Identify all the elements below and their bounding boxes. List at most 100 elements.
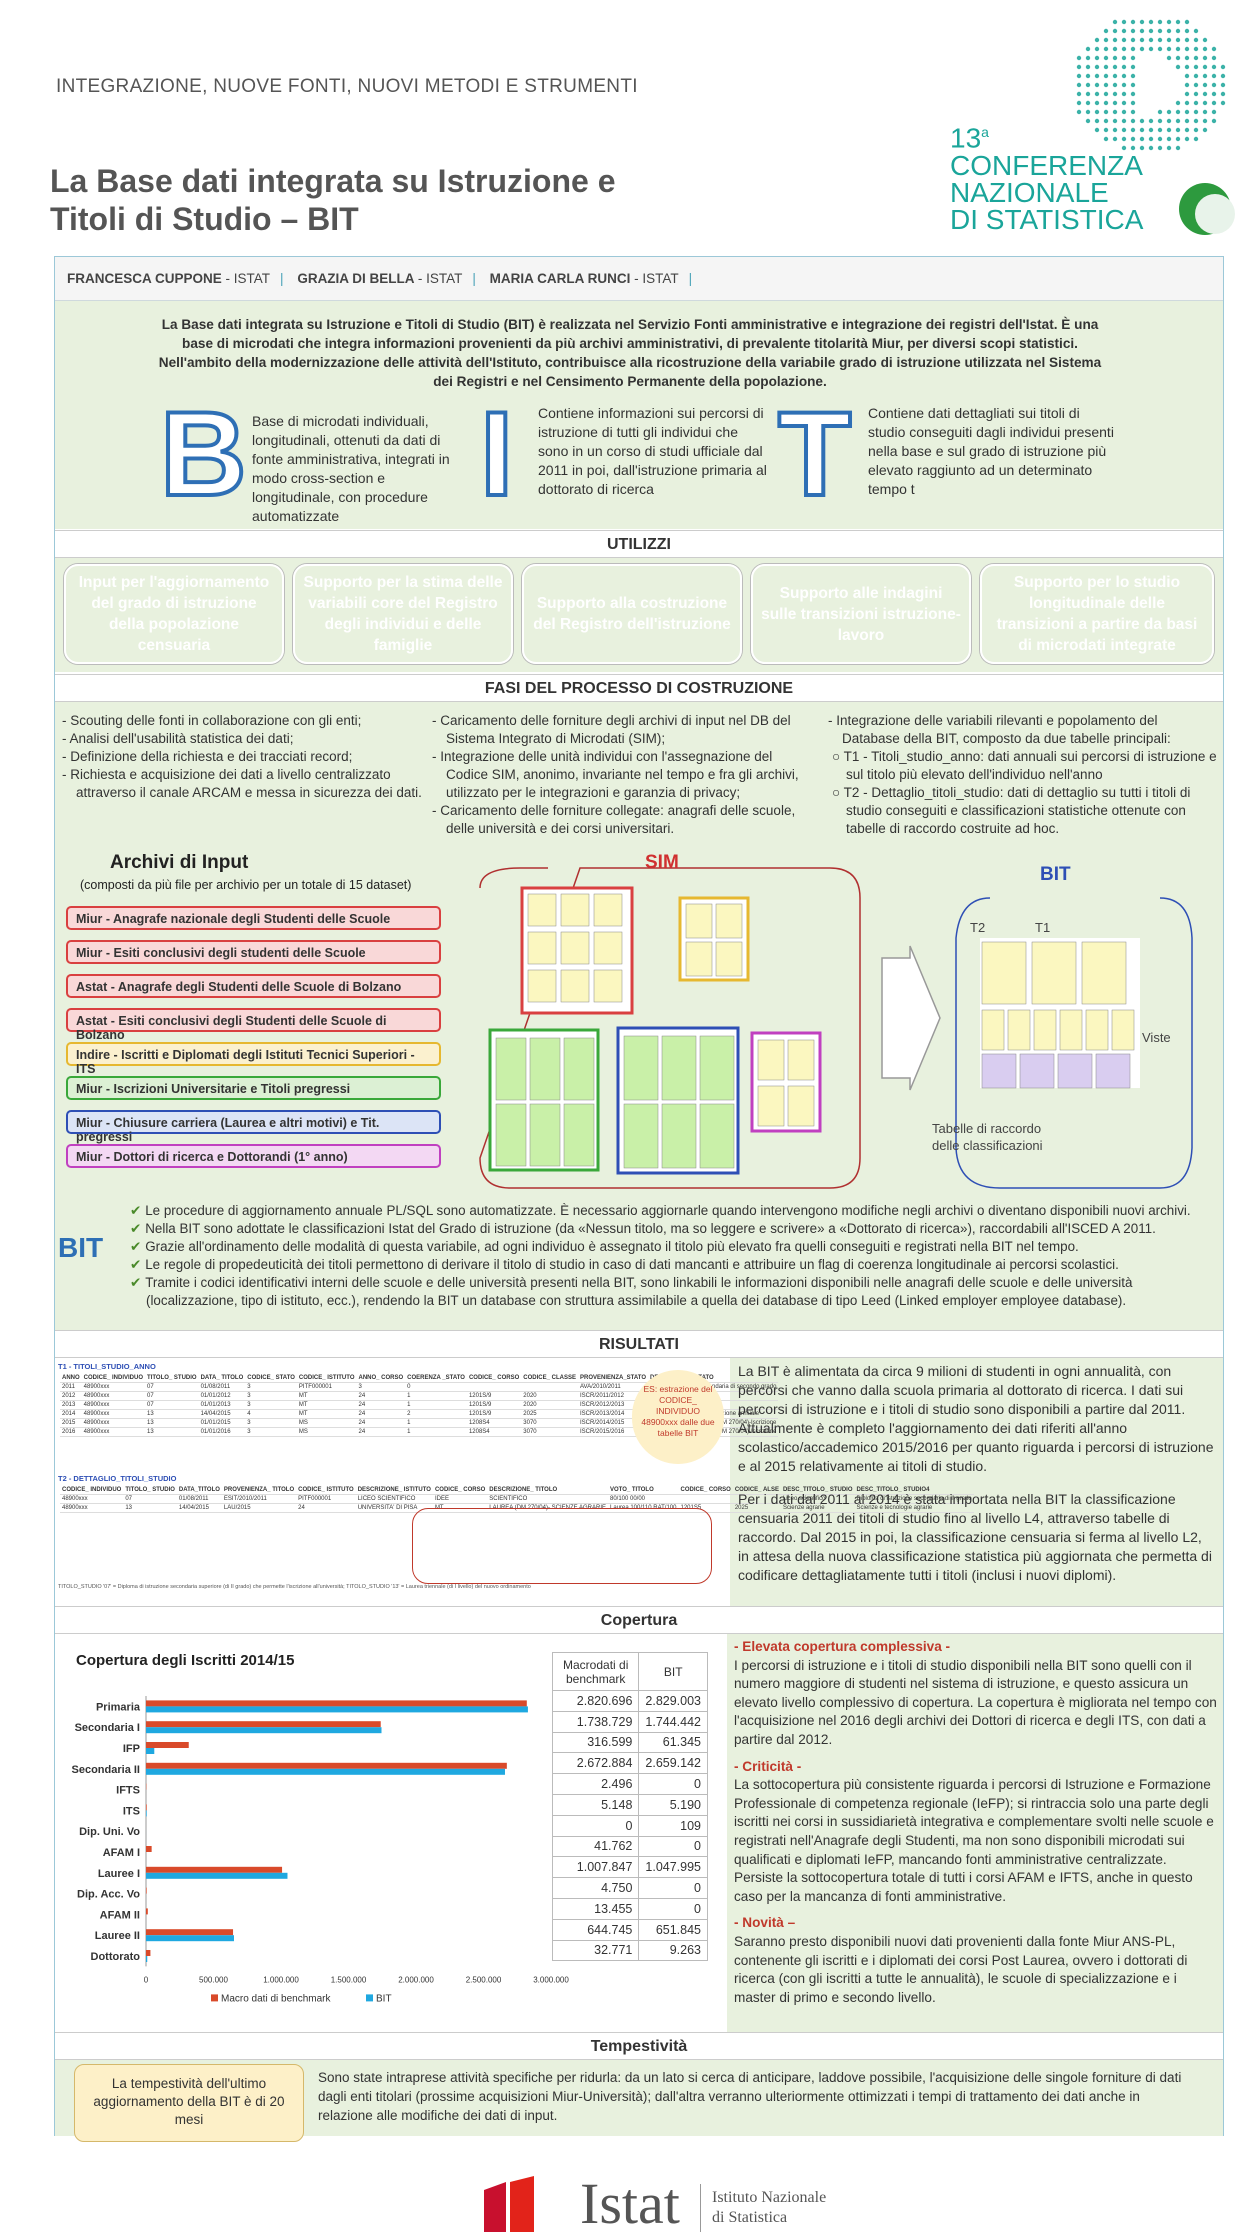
legend-swatch xyxy=(366,1994,373,2002)
logo-dot xyxy=(1202,73,1208,79)
logo-dot xyxy=(1103,127,1109,133)
copertura-body: Saranno presto disponibili nuovi dati pr… xyxy=(734,1933,1188,2005)
schema-table-thumb xyxy=(527,969,557,1003)
table-header-cell: CODICE_ ISTITUTO xyxy=(296,1374,357,1383)
schema-table-thumb xyxy=(529,1037,561,1101)
table-cell: 13 xyxy=(145,1418,199,1428)
logo-dot xyxy=(1130,19,1136,25)
table-cell: 07 xyxy=(123,1494,177,1504)
schema-table-thumb xyxy=(1085,1009,1109,1051)
t-description: Contiene dati dettagliati sui titoli di … xyxy=(868,405,1114,497)
logo-dot xyxy=(1112,91,1118,97)
check-icon: ✔ xyxy=(130,1275,142,1290)
conference-number: 13 xyxy=(950,122,982,154)
logo-dot xyxy=(1112,109,1118,115)
conference-line2: NAZIONALE xyxy=(950,177,1109,209)
risultati-text-panel xyxy=(730,1358,1223,1606)
logo-dot xyxy=(1175,19,1181,25)
logo-dot xyxy=(1130,37,1136,43)
category-label: ITS xyxy=(123,1805,140,1817)
table-cell: Liceo scientifico xyxy=(780,1494,855,1504)
table-header-cell: CODICE_ ALSE xyxy=(732,1486,781,1495)
logo-dot xyxy=(1193,55,1199,61)
logo-dot xyxy=(1157,19,1163,25)
logo-dot xyxy=(1148,145,1154,151)
table-cell: 2025 xyxy=(732,1503,781,1513)
category-label: Dip. Uni. Vo xyxy=(79,1826,140,1838)
example-bubble: ES: estrazione del CODICE_ INDIVIDUO 489… xyxy=(632,1370,724,1464)
schema-table-thumb xyxy=(699,1035,735,1101)
logo-dot xyxy=(1139,19,1145,25)
logo-dot xyxy=(1121,91,1127,97)
logo-dot xyxy=(1184,127,1190,133)
footer-divider xyxy=(700,2184,701,2232)
logo-dot xyxy=(1085,118,1091,124)
table-cell: 13 xyxy=(145,1409,199,1419)
istat-brand: Istat xyxy=(580,2171,680,2236)
logo-dot xyxy=(1112,37,1118,43)
archivi-title: Archivi di Input xyxy=(110,852,249,873)
logo-dot xyxy=(1130,82,1136,88)
logo-dot xyxy=(1175,46,1181,52)
table-cell: 0 xyxy=(638,1835,708,1858)
logo-dot xyxy=(1175,127,1181,133)
logo-dot xyxy=(1175,109,1181,115)
table-cell: 2.829.003 xyxy=(638,1690,708,1712)
logo-dot xyxy=(1166,136,1172,142)
table-header-cell: DATA_TITOLO xyxy=(176,1486,222,1495)
note-item: ✔Le procedure di aggiornamento annuale P… xyxy=(130,1202,1215,1220)
notes-list: ✔Le procedure di aggiornamento annuale P… xyxy=(130,1202,1215,1310)
i-description: Contiene informazioni sui percorsi di is… xyxy=(538,405,767,497)
category-label: Secondaria II xyxy=(72,1764,140,1776)
table-cell: 3070 xyxy=(521,1427,578,1437)
table-cell: LICEO SCIENTIFICO xyxy=(355,1494,433,1504)
bar xyxy=(146,1908,148,1915)
logo-dot xyxy=(1085,64,1091,70)
table-cell: 3 xyxy=(245,1418,297,1428)
logo-dot xyxy=(1157,127,1163,133)
logo-dot xyxy=(1121,82,1127,88)
logo-dot xyxy=(1202,127,1208,133)
schema-table-thumb xyxy=(1095,1053,1131,1089)
schema-table-thumb xyxy=(560,969,590,1003)
logo-dot xyxy=(1094,73,1100,79)
letter-t: T xyxy=(776,385,853,523)
logo-dot xyxy=(1193,100,1199,106)
logo-dot xyxy=(1130,46,1136,52)
table-cell: 0 xyxy=(638,1897,708,1920)
logo-dot xyxy=(1184,46,1190,52)
table-header-cell: DESCRIZIONE_ TITOLO xyxy=(487,1486,608,1495)
x-tick-label: 500.000 xyxy=(199,1975,228,1984)
logo-dot xyxy=(1211,82,1217,88)
logo-dot xyxy=(1193,136,1199,142)
table-cell: MT xyxy=(296,1400,357,1410)
bar xyxy=(146,1804,147,1811)
logo-dot xyxy=(1148,46,1154,52)
bar xyxy=(146,1956,148,1962)
bar xyxy=(146,1742,189,1748)
bar xyxy=(146,1700,527,1707)
table-cell: 01/01/2016 xyxy=(198,1427,246,1437)
table-cell: 48900xxx xyxy=(60,1494,124,1504)
input-archive-item: Miur - Chiusure carriera (Laurea e altri… xyxy=(66,1110,441,1144)
logo-dot xyxy=(1184,91,1190,97)
table-header-cell: CODICE_ CORSO xyxy=(432,1486,488,1495)
table-cell: 1201S/9 xyxy=(466,1400,522,1410)
table-cell: 24 xyxy=(356,1418,406,1428)
table-cell: 316.599 xyxy=(551,1731,640,1754)
category-label: Lauree I xyxy=(98,1868,140,1880)
table-cell: 3 xyxy=(245,1400,297,1410)
logo-dot xyxy=(1211,109,1217,115)
input-archive-item: Miur - Esiti conclusivi degli studenti d… xyxy=(66,940,441,964)
logo-dot xyxy=(1085,55,1091,61)
tempestivita-text: Sono state intraprese attività specifich… xyxy=(318,2070,1182,2123)
input-archive-item: Miur - Anagrafe nazionale degli Studenti… xyxy=(66,906,441,930)
table-cell: 24 xyxy=(356,1427,406,1437)
table-header-cell: CODICE_ ISTITUTO xyxy=(296,1486,356,1495)
logo-dot xyxy=(1175,100,1181,106)
table-cell: 2011 xyxy=(60,1382,82,1392)
logo-dot xyxy=(1112,73,1118,79)
